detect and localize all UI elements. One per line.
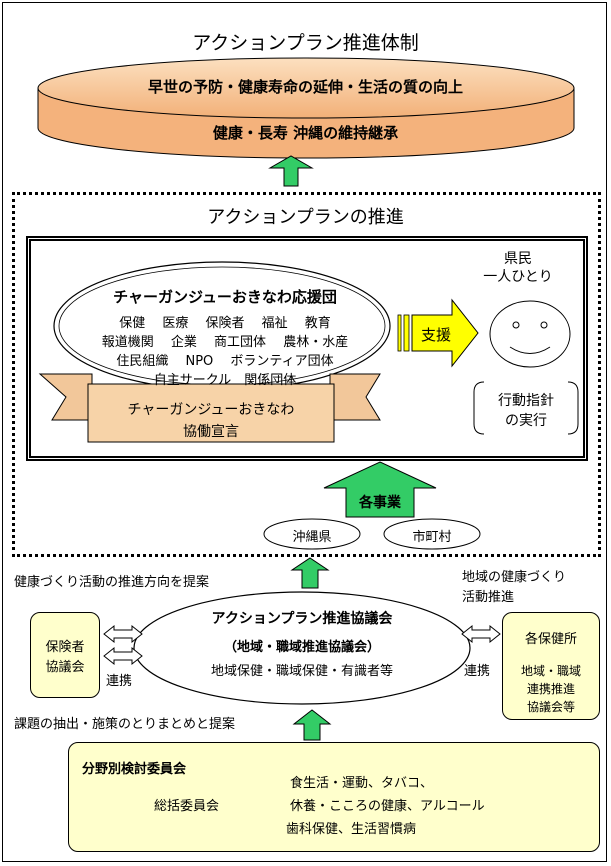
projects-label: 各事業 bbox=[359, 495, 401, 511]
health-centers-line2: 連携推進 bbox=[526, 682, 575, 696]
prefecture-label: 沖縄県 bbox=[292, 530, 332, 545]
promotion-heading: アクションプランの推進 bbox=[207, 207, 404, 228]
council-sub: （地域・職域推進協議会） bbox=[223, 640, 380, 655]
committee-item3: 歯科保健、生活習慣病 bbox=[286, 822, 417, 837]
page-title: アクションプラン推進体制 bbox=[192, 32, 419, 54]
health-centers-title: 各保健所 bbox=[524, 632, 577, 647]
support-group-row4: 自主サークル 関係団体 bbox=[153, 373, 297, 388]
support-frame bbox=[26, 236, 588, 461]
support-group-row2: 報道機関 企業 商工団体 農林・水産 bbox=[101, 335, 349, 350]
support-arrow-stripe2 bbox=[403, 314, 410, 352]
propose-direction-text: 健康づくり活動の推進方向を提案 bbox=[14, 575, 210, 590]
support-group-row1: 保健 医療 保険者 福祉 教育 bbox=[119, 316, 331, 331]
committee-title: 分野別検討委員会 bbox=[82, 762, 187, 777]
banner-line1: チャーガンジューおきなわ bbox=[127, 402, 295, 418]
health-centers-box bbox=[502, 612, 600, 720]
link-arrow-right bbox=[461, 624, 501, 644]
link-label-right: 連携 bbox=[464, 664, 491, 679]
link-arrow-left-2 bbox=[103, 646, 143, 666]
insurer-council-box bbox=[30, 612, 100, 698]
support-arrow-stripe1 bbox=[397, 314, 402, 352]
action-line1: 行動指針 bbox=[498, 393, 554, 409]
smiley-eye-right bbox=[540, 321, 548, 329]
council-ellipse bbox=[133, 591, 471, 705]
health-centers-line3: 協議会等 bbox=[526, 700, 575, 714]
insurer-council-line1: 保険者 bbox=[45, 640, 85, 655]
promotion-area bbox=[12, 192, 601, 557]
smiley-face bbox=[489, 300, 571, 368]
goal-line2: 健康・長寿 沖縄の維持継承 bbox=[212, 124, 399, 142]
support-arrow bbox=[411, 298, 479, 368]
goal-disc-top bbox=[37, 57, 575, 119]
up-arrow-bottom bbox=[292, 709, 332, 741]
health-centers-line1: 地域・職域 bbox=[520, 664, 581, 678]
prefecture-ellipse bbox=[263, 518, 361, 550]
committee-item2: 休養・こころの健康、アルコール bbox=[290, 799, 485, 814]
citizen-line1: 県民 bbox=[504, 251, 532, 267]
extract-propose-text: 課題の抽出・施策のとりまとめと提案 bbox=[14, 717, 236, 732]
committee-general: 総括委員会 bbox=[154, 799, 220, 814]
banner-line2: 協働宣言 bbox=[183, 424, 239, 440]
council-title: アクションプラン推進協議会 bbox=[211, 611, 393, 627]
action-line2: の実行 bbox=[505, 413, 547, 429]
regional-promotion-line1: 地域の健康づくり bbox=[462, 570, 567, 585]
citizen-line2: 一人ひとり bbox=[483, 269, 553, 285]
up-arrow-top bbox=[268, 155, 314, 187]
support-label: 支援 bbox=[420, 326, 451, 344]
smiley-mouth bbox=[509, 346, 551, 354]
banner-left-tail bbox=[38, 373, 93, 421]
smiley-eye-left bbox=[512, 321, 520, 329]
municipality-ellipse bbox=[383, 518, 481, 550]
link-label-left: 連携 bbox=[106, 674, 133, 689]
municipality-label: 市町村 bbox=[412, 530, 452, 545]
regional-promotion-line2: 活動推進 bbox=[462, 590, 515, 605]
goal-line1: 早世の予防・健康寿命の延伸・生活の質の向上 bbox=[147, 78, 463, 96]
banner-center bbox=[87, 383, 335, 443]
committee-item1: 食生活・運動、タバコ、 bbox=[290, 776, 434, 791]
action-bracket-left bbox=[473, 381, 485, 435]
committee-box bbox=[68, 742, 600, 852]
insurer-council-line2: 協議会 bbox=[45, 660, 85, 675]
action-bracket-right bbox=[567, 381, 579, 435]
support-group-row3: 住民組織 NPO ボランティア団体 bbox=[116, 354, 334, 369]
link-arrow-left bbox=[103, 624, 143, 644]
support-group-title: チャーガンジューおきなわ応援団 bbox=[113, 288, 337, 306]
projects-arrow bbox=[323, 461, 437, 518]
council-members: 地域保健・職域保健・有識者等 bbox=[210, 664, 393, 679]
up-arrow-middle bbox=[290, 557, 330, 589]
